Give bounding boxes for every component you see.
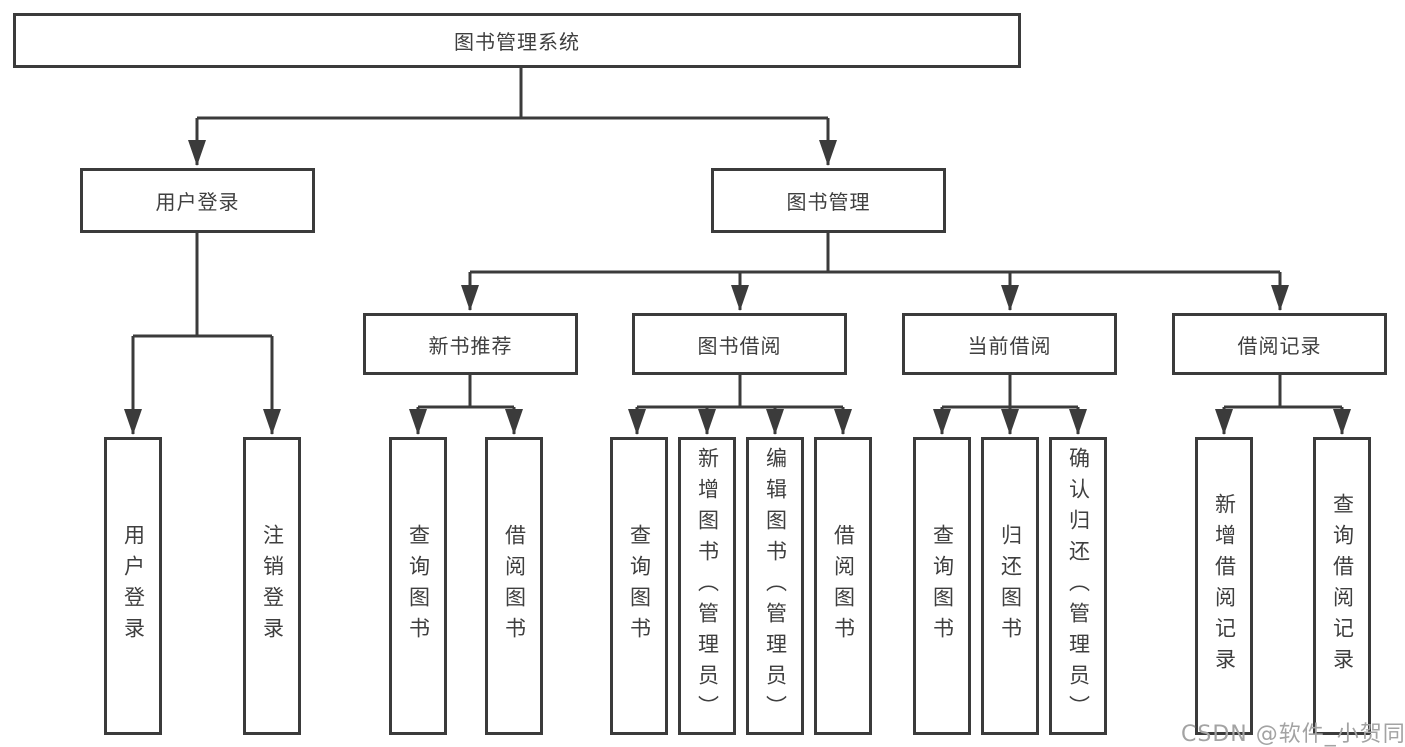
- node-cb-confirm-return-admin: 确认归还（管理员）: [1049, 437, 1107, 735]
- node-br-add-record: 新增借阅记录: [1195, 437, 1253, 735]
- node-leaf-logout: 注销登录: [243, 437, 301, 735]
- node-label: 查询图书: [627, 524, 652, 648]
- node-br-query-record: 查询借阅记录: [1313, 437, 1371, 735]
- node-label: 新增图书（管理员）: [695, 446, 720, 726]
- watermark: CSDN @软件_小贺同学: [1181, 722, 1405, 747]
- node-label: 图书管理: [786, 190, 871, 214]
- node-label: 当前借阅: [967, 333, 1052, 358]
- node-bb-borrow-book: 借阅图书: [814, 437, 872, 735]
- node-label: 用户登录: [121, 524, 146, 648]
- node-book-management: 图书管理: [711, 168, 946, 233]
- node-label: 编辑图书（管理员）: [763, 446, 788, 726]
- node-label: 归还图书: [998, 524, 1023, 648]
- node-book-borrowing: 图书借阅: [632, 313, 847, 375]
- node-cb-query-book: 查询图书: [913, 437, 971, 735]
- node-user-login: 用户登录: [80, 168, 315, 233]
- node-bb-query-book: 查询图书: [610, 437, 668, 735]
- node-label: 确认归还（管理员）: [1066, 446, 1091, 726]
- node-label: 新书推荐: [428, 333, 513, 358]
- node-label: 查询图书: [406, 524, 431, 648]
- node-library-management-system: 图书管理系统: [13, 13, 1021, 68]
- connector-rails: [133, 68, 1342, 409]
- node-current-borrowing: 当前借阅: [902, 313, 1117, 375]
- node-bb-edit-book-admin: 编辑图书（管理员）: [746, 437, 804, 735]
- node-label: 图书管理系统: [454, 30, 580, 54]
- node-label: 借阅图书: [502, 524, 527, 648]
- node-label: 借阅图书: [831, 524, 856, 648]
- node-rec-query-book: 查询图书: [389, 437, 447, 735]
- node-rec-borrow-book: 借阅图书: [485, 437, 543, 735]
- node-label: 注销登录: [260, 524, 285, 648]
- node-leaf-user-login: 用户登录: [104, 437, 162, 735]
- node-label: 查询借阅记录: [1330, 493, 1355, 679]
- node-label: 用户登录: [155, 190, 240, 214]
- node-label: 查询图书: [930, 524, 955, 648]
- node-new-book-recommend: 新书推荐: [363, 313, 578, 375]
- node-bb-add-book-admin: 新增图书（管理员）: [678, 437, 736, 735]
- node-label: 图书借阅: [697, 333, 782, 358]
- node-label: 借阅记录: [1237, 333, 1322, 358]
- node-borrowing-records: 借阅记录: [1172, 313, 1387, 375]
- node-cb-return-book: 归还图书: [981, 437, 1039, 735]
- node-label: 新增借阅记录: [1212, 493, 1237, 679]
